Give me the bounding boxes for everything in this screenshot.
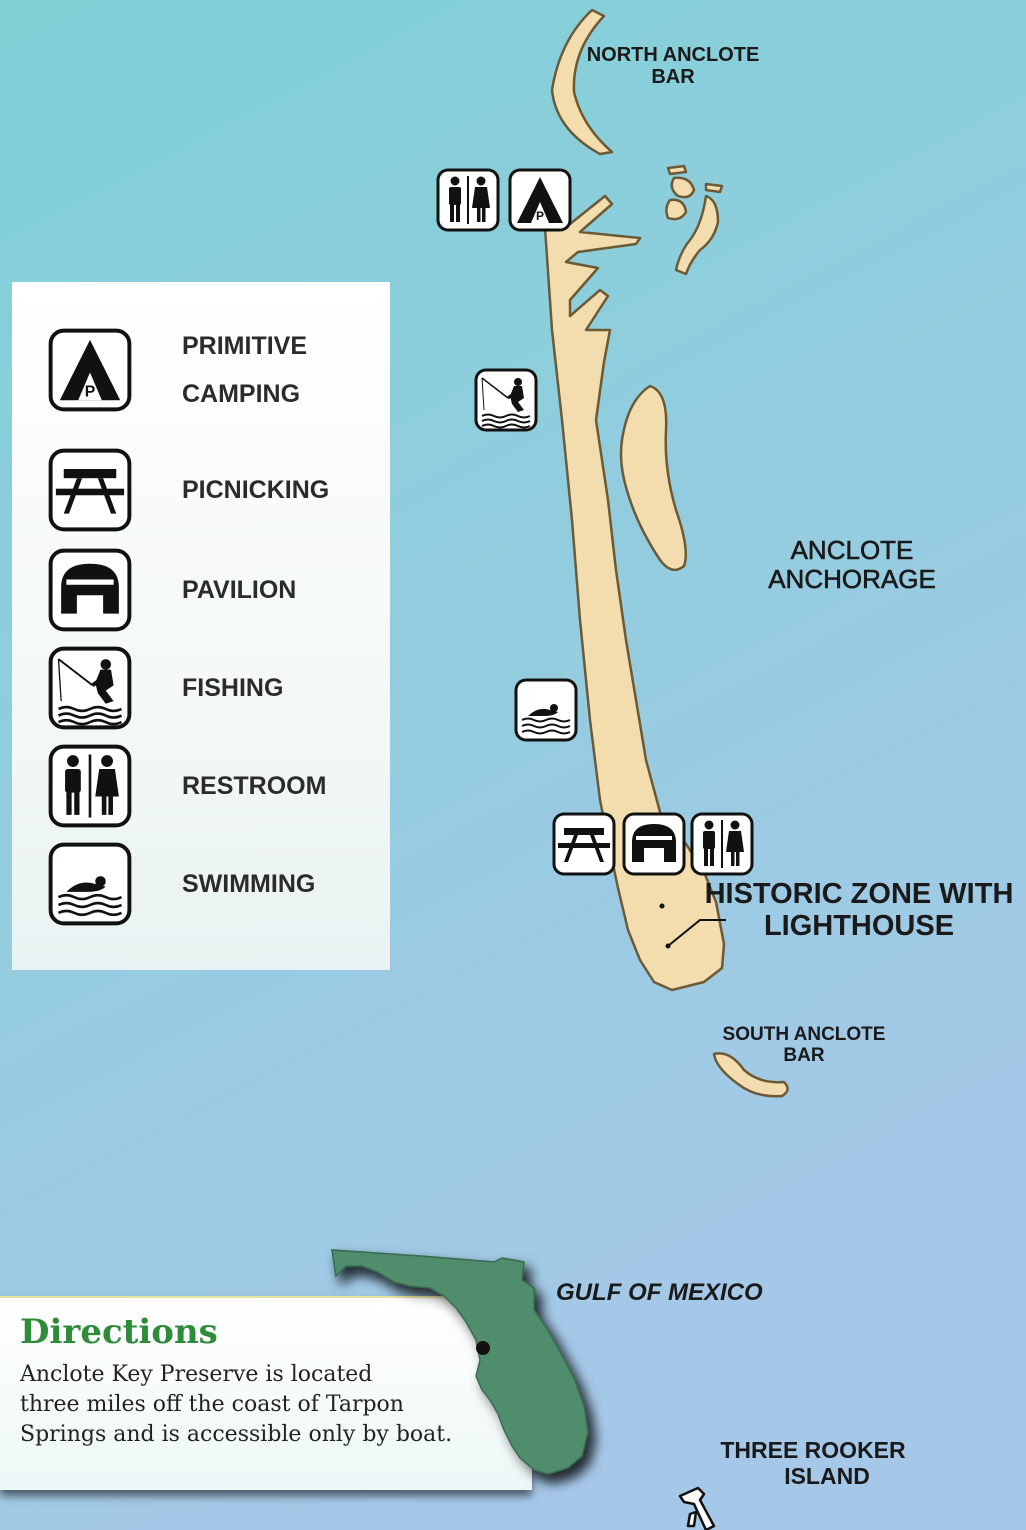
legend-label-restroom: RESTROOM bbox=[182, 772, 327, 800]
east-island-5 bbox=[674, 194, 720, 276]
swimming-icon bbox=[514, 678, 578, 742]
tent-camping-icon bbox=[48, 328, 132, 412]
directions-panel: Directions Anclote Key Preserve is locat… bbox=[0, 1296, 532, 1490]
restroom-icon bbox=[690, 812, 754, 876]
legend-item-pavilion: PAVILION bbox=[12, 542, 390, 634]
legend-item-swimming: SWIMMING bbox=[12, 836, 390, 928]
pavilion-icon bbox=[48, 548, 132, 632]
east-island-2 bbox=[670, 176, 696, 199]
legend-label-fishing: FISHING bbox=[182, 674, 284, 702]
legend-label-picnicking: PICNICKING bbox=[182, 476, 330, 504]
pavilion-icon bbox=[622, 812, 686, 876]
restroom-icon bbox=[436, 168, 500, 232]
legend-item-fishing: FISHING bbox=[12, 640, 390, 732]
north-anclote-bar-shape bbox=[550, 8, 614, 156]
directions-text: Anclote Key Preserve is located three mi… bbox=[20, 1360, 490, 1450]
label-gulf-of-mexico: GULF OF MEXICO bbox=[556, 1279, 763, 1306]
east-island-3 bbox=[704, 182, 724, 194]
historic-zone-leader-line bbox=[667, 919, 726, 947]
fishing-icon bbox=[48, 646, 132, 730]
directions-title: Directions bbox=[20, 1312, 218, 1352]
legend-item-picnicking: PICNICKING bbox=[12, 442, 390, 534]
historic-marker-1 bbox=[659, 903, 665, 909]
map-legend: PRIMITIVE CAMPING PICNICKING PAVILION FI… bbox=[12, 282, 390, 970]
legend-label-pavilion: PAVILION bbox=[182, 576, 297, 604]
label-south-anclote-bar: SOUTH ANCLOTE BAR bbox=[722, 1024, 886, 1067]
label-historic-zone: HISTORIC ZONE WITH LIGHTHOUSE bbox=[704, 878, 1014, 943]
label-north-anclote-bar: NORTH ANCLOTE BAR bbox=[586, 44, 760, 89]
label-anclote-anchorage: ANCLOTE ANCHORAGE bbox=[768, 535, 936, 595]
fishing-icon bbox=[474, 368, 538, 432]
tent-camping-icon bbox=[508, 168, 572, 232]
three-rooker-islet bbox=[686, 1510, 698, 1528]
three-rooker-island-shape bbox=[678, 1486, 716, 1530]
legend-item-restroom: RESTROOM bbox=[12, 738, 390, 830]
directions-line: Springs and is accessible only by boat. bbox=[20, 1422, 453, 1447]
legend-label-camping: PRIMITIVE CAMPING bbox=[182, 332, 308, 408]
south-anclote-bar-shape bbox=[712, 1052, 789, 1098]
picnic-table-icon bbox=[48, 448, 132, 532]
east-island-1 bbox=[666, 164, 688, 176]
restroom-icon bbox=[48, 744, 132, 828]
legend-item-camping: PRIMITIVE CAMPING bbox=[12, 322, 390, 414]
picnic-table-icon bbox=[552, 812, 616, 876]
swimming-icon bbox=[48, 842, 132, 926]
east-island-4 bbox=[665, 198, 688, 221]
directions-line: Anclote Key Preserve is located bbox=[20, 1362, 373, 1387]
directions-line: three miles off the coast of Tarpon bbox=[20, 1392, 404, 1417]
interior-island bbox=[619, 384, 687, 572]
legend-label-swimming: SWIMMING bbox=[182, 870, 316, 898]
label-three-rooker-island: THREE ROOKER ISLAND bbox=[720, 1437, 906, 1489]
